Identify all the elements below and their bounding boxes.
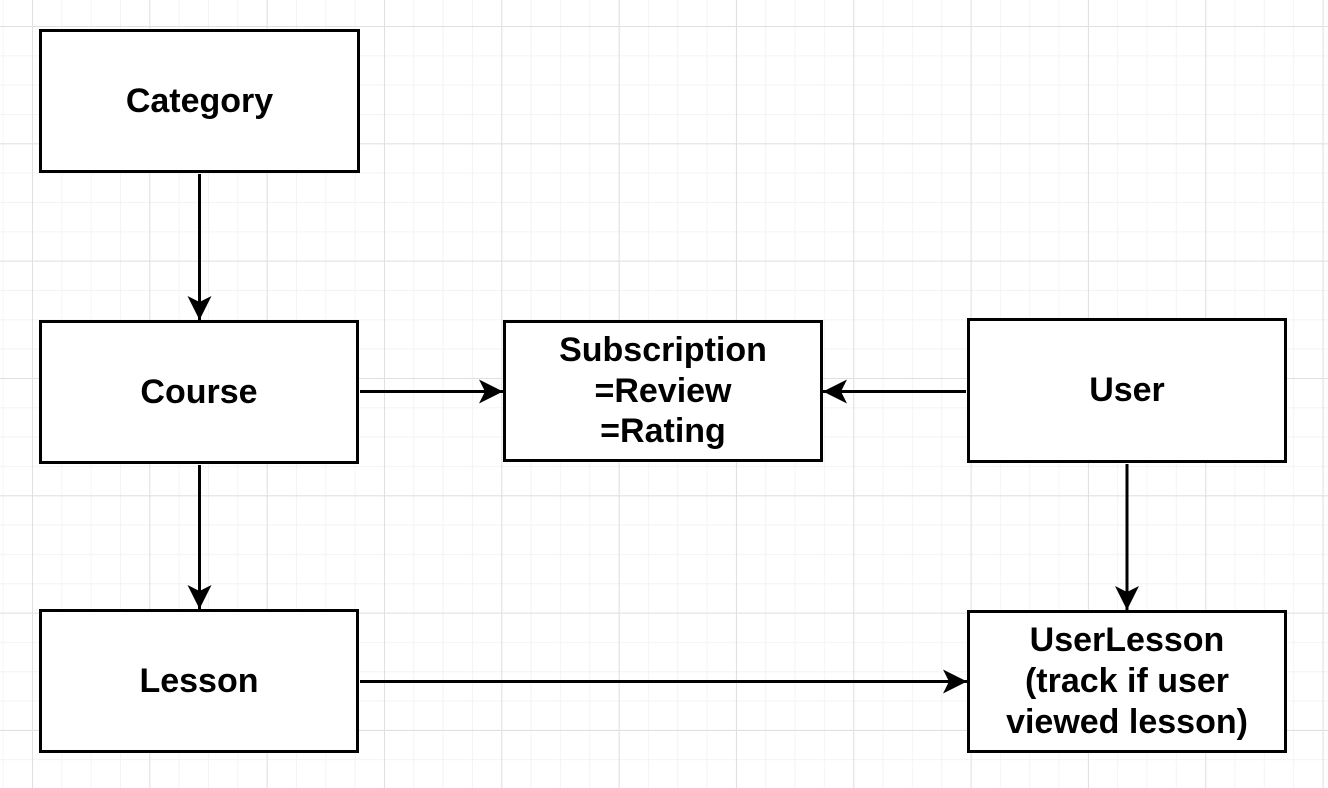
node-userlesson[interactable]: UserLesson (track if user viewed lesson) <box>967 610 1287 753</box>
node-category-label: Category <box>125 81 274 120</box>
node-course[interactable]: Course <box>39 320 359 464</box>
node-userlesson-label: UserLesson (track if user viewed lesson) <box>1006 621 1248 741</box>
node-lesson-label: Lesson <box>139 661 259 700</box>
node-user[interactable]: User <box>967 318 1287 463</box>
node-lesson[interactable]: Lesson <box>39 609 359 753</box>
node-user-label: User <box>1089 371 1165 410</box>
node-subscription[interactable]: Subscription =Review =Rating <box>503 320 823 462</box>
node-category[interactable]: Category <box>39 29 360 173</box>
node-course-label: Course <box>140 372 258 411</box>
node-subscription-label: Subscription =Review =Rating <box>559 330 767 451</box>
